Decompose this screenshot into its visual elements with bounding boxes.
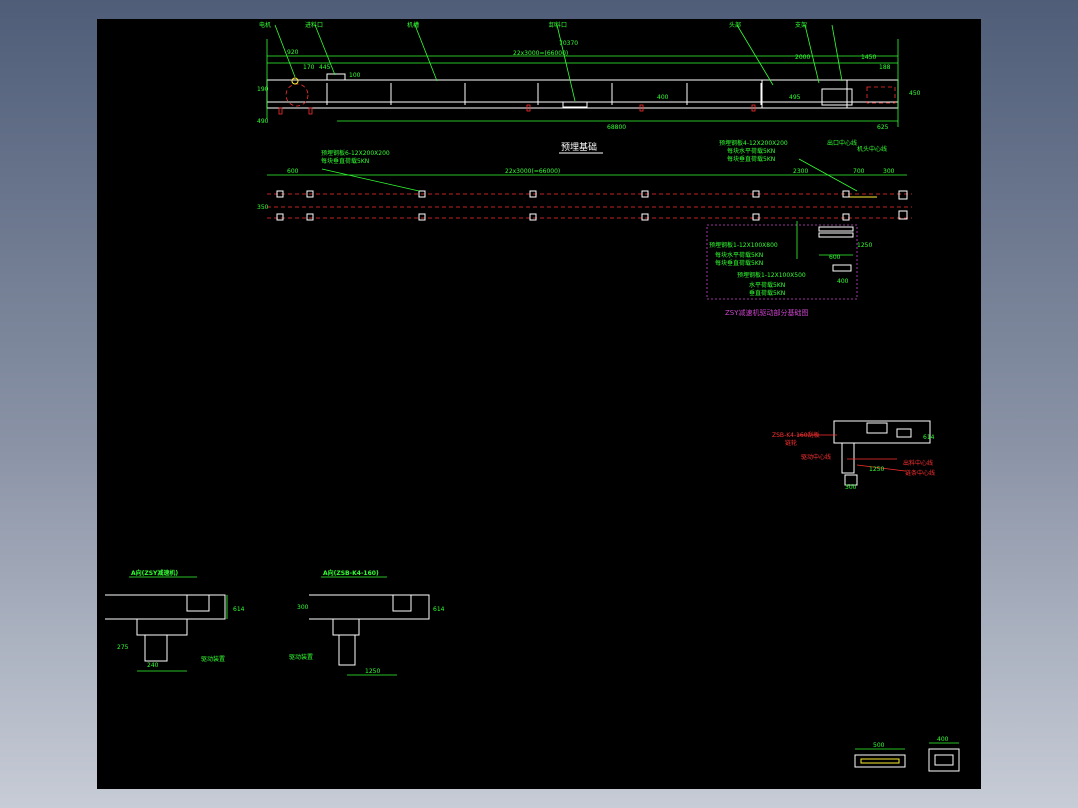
dim-495: 495	[789, 94, 801, 101]
trough-outline	[266, 79, 899, 109]
drive-foundation-detail: 预埋钢板1-12X100X800 每块水平荷载5KN 每块垂直荷载5KN 预埋钢…	[706, 221, 858, 317]
head-sprocket	[866, 86, 896, 104]
drive-note-b2: 水平荷载5KN	[749, 281, 785, 289]
dim-920: 920	[287, 49, 299, 56]
embedded-plates	[276, 190, 908, 221]
callout-head: 头部	[729, 21, 741, 29]
plan-note-2b: 每块水平荷载5KN	[727, 147, 775, 155]
drive-dim-400: 400	[837, 278, 849, 285]
dim-188: 188	[879, 64, 891, 71]
section-dim-400: 400	[937, 736, 949, 743]
drive-note-a: 预埋钢板1-12X100X800	[709, 241, 778, 249]
side-dim-614: 614	[923, 434, 935, 441]
section-joints	[326, 83, 762, 105]
plan-dim-300: 300	[883, 168, 895, 175]
drive-note-a3: 每块垂直荷载5KN	[715, 259, 763, 267]
side-label-5: 链条中心线	[905, 469, 935, 477]
dim-170: 170	[303, 64, 315, 71]
dim-2000: 2000	[795, 54, 810, 61]
plan-note-2c: 每块垂直荷载5KN	[727, 155, 775, 163]
plan-note-1: 预埋钢板6-12X200X200	[321, 149, 390, 157]
head-drive	[821, 88, 853, 106]
dim-445: 445	[319, 64, 331, 71]
view-a-left-dim-614: 614	[233, 606, 245, 613]
callout-trough: 机槽	[407, 21, 419, 29]
dim-100: 100	[349, 72, 361, 79]
section-views: 500 400	[854, 736, 960, 772]
side-dim-1250: 1250	[869, 466, 884, 473]
view-a-right-dim-300: 300	[297, 604, 309, 611]
view-a-left-dim-240: 240	[147, 662, 159, 669]
dim-overall: 70370	[559, 40, 578, 47]
view-a-left-label: 驱动装置	[201, 655, 225, 663]
plan-right-label: 出口中心线	[827, 139, 857, 147]
dim-450: 450	[909, 90, 921, 97]
view-a-right: A向(ZSB-K4-160) 300 1250 614 驱动装置	[289, 569, 445, 676]
plan-dim-2300: 2300	[793, 168, 808, 175]
view-a-right-dim-614: 614	[433, 606, 445, 613]
foundation-plan: 预埋基础 预埋钢板6-12X200X200 每块垂直荷载5KN 预埋钢板4-12…	[257, 139, 912, 249]
view-a-right-dim-1250: 1250	[365, 668, 380, 675]
callout-inlet: 进料口	[305, 21, 323, 29]
tail-sprocket	[285, 83, 309, 107]
callout-support: 支架	[795, 21, 807, 29]
callout-outlet: 卸料口	[549, 21, 567, 29]
plan-dim-350: 350	[257, 204, 269, 211]
discharge-outlet	[562, 101, 588, 108]
drive-dim-600: 600	[829, 254, 841, 261]
plan-right-label-2: 机头中心线	[857, 145, 887, 153]
drive-note-b3: 垂直荷载5KN	[749, 289, 785, 297]
plan-note-2: 预埋钢板4-12X200X200	[719, 139, 788, 147]
dim-base: 68800	[607, 124, 626, 131]
view-a-left: A向(ZSY减速机) 614 240 275 驱动装置	[105, 569, 245, 672]
side-label-4: 出料中心线	[903, 459, 933, 467]
drive-note-a2: 每块水平荷载5KN	[715, 251, 763, 259]
drive-note-b: 预埋钢板1-12X100X500	[737, 271, 806, 279]
side-label-3: 驱动中心线	[801, 453, 831, 461]
view-a-left-dim-275: 275	[117, 644, 129, 651]
callout-motor: 电机	[259, 21, 271, 29]
dim-190: 190	[257, 86, 269, 93]
plan-dim-600: 600	[287, 168, 299, 175]
drive-caption: ZSY减速机驱动部分基础图	[725, 308, 809, 317]
cad-drawing: 电机 进料口 机槽 卸料口 头部 支架 920 170 445 100 7037…	[105, 21, 960, 772]
plan-dim-1250: 1250	[857, 242, 872, 249]
side-dim-300: 300	[845, 484, 857, 491]
side-label-1: ZSB-K4-160刮板	[772, 431, 820, 439]
dim-625: 625	[877, 124, 889, 131]
section-dim-500: 500	[873, 742, 885, 749]
view-a-right-title: A向(ZSB-K4-160)	[323, 569, 379, 577]
plan-title: 预埋基础	[561, 141, 597, 153]
plan-note-1b: 每块垂直荷载5KN	[321, 157, 369, 165]
feed-inlet	[326, 73, 346, 81]
view-a-left-title: A向(ZSY减速机)	[131, 569, 178, 577]
view-a-right-label: 驱动装置	[289, 653, 313, 661]
plan-dim-700: 700	[853, 168, 865, 175]
side-trough	[833, 420, 931, 444]
dim-sections: 22x3000=(66000)	[513, 50, 568, 57]
motor-symbol	[291, 77, 299, 85]
dim-400: 400	[657, 94, 669, 101]
head-side-detail: ZSB-K4-160刮板 链轮 驱动中心线 出料中心线 链条中心线 1250 3…	[772, 420, 935, 491]
side-label-2: 链轮	[785, 439, 797, 447]
drawing-canvas: 电机 进料口 机槽 卸料口 头部 支架 920 170 445 100 7037…	[97, 19, 981, 789]
dim-490: 490	[257, 118, 269, 125]
plan-dim-span: 22x3000(=66000)	[505, 168, 560, 175]
dim-1450: 1450	[861, 54, 876, 61]
supports	[278, 104, 756, 115]
elevation-view: 电机 进料口 机槽 卸料口 头部 支架 920 170 445 100 7037…	[257, 21, 921, 131]
